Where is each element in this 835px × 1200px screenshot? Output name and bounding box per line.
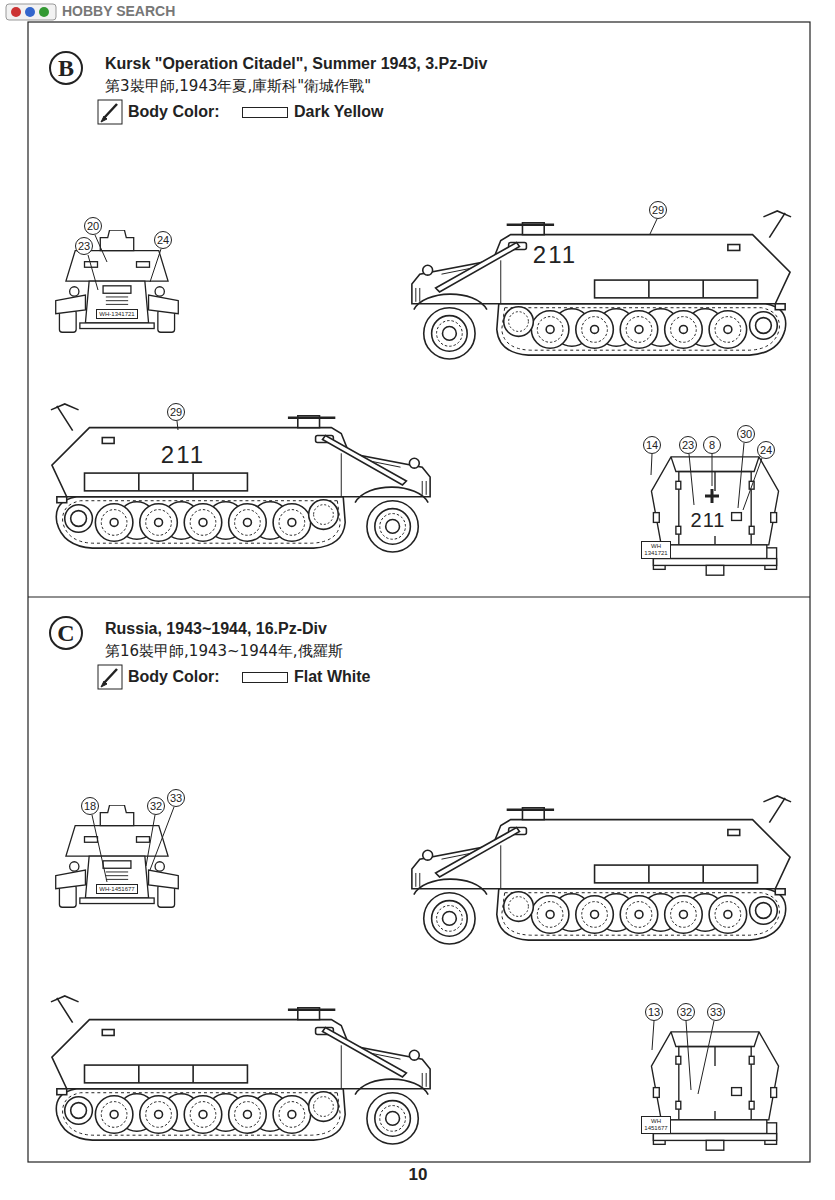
scheme-letter-text: C bbox=[57, 621, 74, 645]
scheme-letter: B bbox=[49, 51, 83, 85]
left-side-view bbox=[51, 996, 430, 1144]
color-swatch bbox=[242, 672, 288, 683]
left-side-view bbox=[51, 404, 430, 552]
callout-number: 20 bbox=[84, 217, 102, 235]
callout-number: 29 bbox=[649, 201, 667, 219]
cross-insignia bbox=[705, 489, 719, 503]
scheme-heading: 第16裝甲師,1943~1944年,俄羅斯 bbox=[105, 643, 343, 660]
legend-entry: Dark Yellow bbox=[242, 103, 384, 121]
page-frame bbox=[28, 22, 810, 1162]
legend-text: Dark Yellow bbox=[294, 103, 384, 120]
callout-number: 14 bbox=[643, 436, 661, 454]
hull-number: 211 bbox=[690, 510, 727, 530]
leader-lines bbox=[88, 219, 762, 1094]
callout-number: 33 bbox=[167, 789, 185, 807]
color-swatch bbox=[242, 107, 288, 118]
color-note: Body Color: bbox=[128, 103, 220, 121]
hull-number: 211 bbox=[531, 243, 579, 267]
callout-number: 18 bbox=[81, 797, 99, 815]
front-view bbox=[56, 805, 179, 907]
license-plate: WH 1451677 bbox=[641, 1116, 670, 1133]
callout-number: 30 bbox=[737, 425, 755, 443]
watermark: HOBBY SEARCH bbox=[62, 3, 175, 19]
callout-number: 33 bbox=[707, 1003, 725, 1021]
right-side-view bbox=[412, 211, 791, 359]
legend-text: Flat White bbox=[294, 668, 370, 685]
callout-number: 23 bbox=[75, 237, 93, 255]
license-plate: WH 1341721 bbox=[641, 541, 670, 558]
page-number: 10 bbox=[409, 1165, 428, 1185]
front-view bbox=[56, 230, 179, 332]
callout-number: 24 bbox=[757, 441, 775, 459]
scheme-heading: Russia, 1943~1944, 16.Pz-Div bbox=[105, 620, 327, 638]
callout-number: 8 bbox=[703, 436, 721, 454]
color-note: Body Color: bbox=[128, 668, 220, 686]
callout-number: 23 bbox=[679, 436, 697, 454]
hull-number: 211 bbox=[159, 443, 207, 467]
callout-number: 24 bbox=[154, 231, 172, 249]
scheme-letter: C bbox=[49, 616, 83, 650]
brush-icon bbox=[98, 100, 122, 689]
section-divider bbox=[28, 596, 810, 597]
scheme-letter-text: B bbox=[58, 56, 74, 80]
legend-entry: Flat White bbox=[242, 668, 370, 686]
scheme-heading: 第3裝甲師,1943年夏,庫斯科"衛城作戰" bbox=[105, 78, 371, 95]
scheme-heading: Kursk "Operation Citadel", Summer 1943, … bbox=[105, 55, 487, 73]
watermark-logo bbox=[6, 4, 56, 20]
callout-number: 32 bbox=[147, 797, 165, 815]
right-side-view bbox=[412, 796, 791, 944]
license-plate: WH-1341721 bbox=[96, 309, 137, 320]
callout-number: 32 bbox=[677, 1003, 695, 1021]
callout-number: 29 bbox=[167, 403, 185, 421]
callout-number: 13 bbox=[645, 1003, 663, 1021]
license-plate: WH-1451677 bbox=[96, 884, 137, 895]
